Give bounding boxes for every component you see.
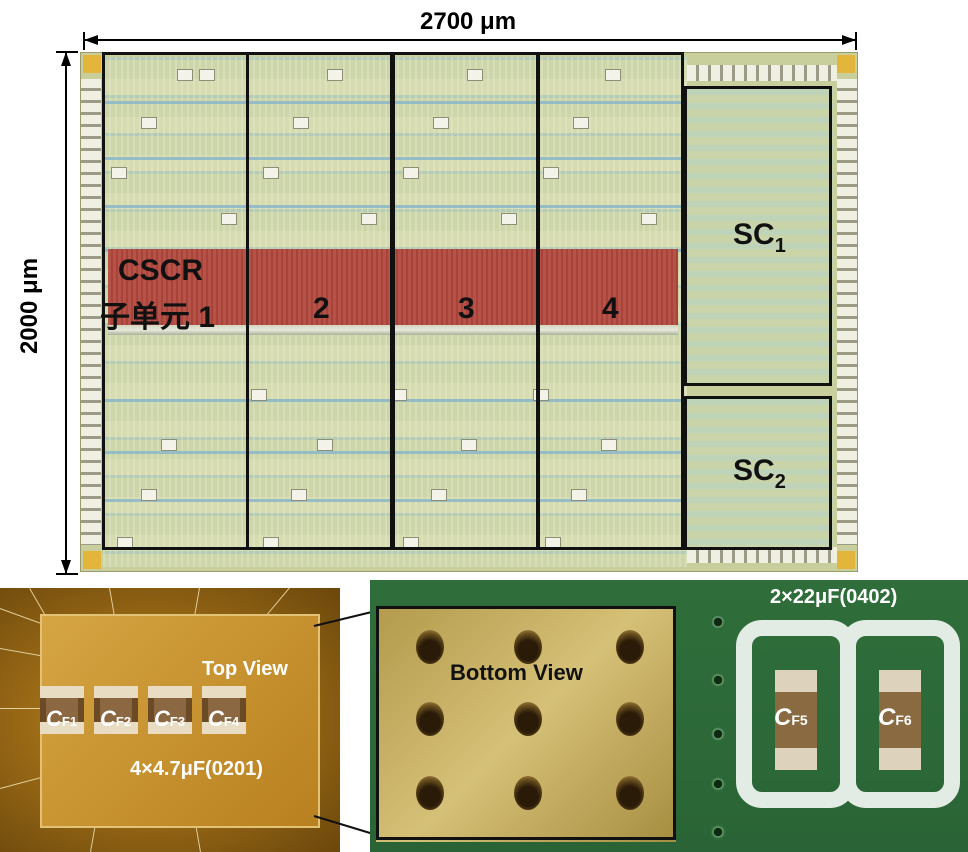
cf5-label: CF5: [774, 704, 808, 731]
thermal-via: [416, 776, 444, 810]
test-pad: [161, 439, 177, 451]
sc2-area: [687, 399, 833, 549]
test-pad: [601, 439, 617, 451]
corner-marker: [837, 55, 855, 73]
test-pad: [641, 213, 657, 225]
metal-stripe: [105, 101, 685, 104]
test-pad: [605, 69, 621, 81]
package-top-view-photo: Top View CF1 CF2 CF3 CF4 4×4.7μF(0201): [0, 588, 340, 852]
test-pad: [177, 69, 193, 81]
dimension-arrows: [56, 32, 857, 575]
test-pad: [467, 69, 483, 81]
subunit-4-outline: [537, 52, 684, 550]
cap-pad-frame: [840, 620, 960, 808]
capacitor-cf5: [775, 670, 817, 770]
cf4-label: CF4: [208, 706, 240, 731]
left-pad-ring: [81, 79, 101, 545]
subunit-1-label: 子单元 1: [100, 301, 216, 334]
top-view-label: Top View: [202, 658, 288, 680]
pcb-bottom-view-photo: Bottom View 2×22μF(0402) CF5 CF6: [370, 580, 968, 852]
pcb-via: [710, 776, 726, 792]
test-pad: [327, 69, 343, 81]
sc1-label: SC1: [733, 218, 786, 257]
corner-marker: [837, 551, 855, 569]
subunit-2-outline: [246, 52, 393, 550]
top-right-pad-ring: [687, 65, 837, 81]
pcb-via: [710, 614, 726, 630]
capacitor-cf6: [879, 670, 921, 770]
metal-stripe: [105, 499, 685, 502]
package-cap-value-label: 4×4.7μF(0201): [130, 758, 263, 780]
test-pad: [111, 167, 127, 179]
corner-marker: [83, 55, 101, 73]
cf6-label: CF6: [878, 704, 912, 731]
bottom-view-outline: [376, 606, 676, 840]
zoom-connector-lines: [313, 609, 381, 837]
sc1-area: [687, 89, 833, 385]
pcb-via: [710, 726, 726, 742]
bond-wire: [0, 708, 60, 709]
sc2-outline: [684, 396, 832, 550]
test-pad: [403, 167, 419, 179]
metal-stripe: [105, 451, 685, 454]
sc2-label: SC2: [733, 454, 786, 493]
test-pad: [573, 117, 589, 129]
bottom-view-label: Bottom View: [450, 660, 583, 685]
subunit-2-label: 2: [313, 292, 330, 325]
subunit-3-label: 3: [458, 292, 475, 325]
capacitor-cf4: [202, 686, 246, 734]
thermal-via: [416, 702, 444, 736]
capacitor-cf2: [94, 686, 138, 734]
test-pad: [361, 213, 377, 225]
height-dimension-label: 2000 μm: [16, 257, 44, 355]
test-pad: [431, 489, 447, 501]
test-pad: [461, 439, 477, 451]
cf1-label: CF1: [46, 706, 78, 731]
pcb-via: [710, 824, 726, 840]
test-pad: [221, 213, 237, 225]
cscr-label: CSCR: [118, 254, 204, 287]
pcb-cap-value-label: 2×22μF(0402): [770, 586, 898, 608]
metal-stripe: [105, 157, 685, 160]
test-pad: [293, 117, 309, 129]
test-pad: [251, 389, 267, 401]
right-pad-ring: [837, 79, 857, 545]
thermal-via: [514, 630, 542, 664]
cf3-label: CF3: [154, 706, 186, 731]
thermal-via: [616, 776, 644, 810]
thermal-via: [514, 776, 542, 810]
thermal-via: [616, 702, 644, 736]
subunit-4-label: 4: [602, 292, 619, 325]
pcb-via: [710, 672, 726, 688]
thermal-via: [416, 630, 444, 664]
bottom-right-pad-ring: [687, 547, 837, 563]
cf2-label: CF2: [100, 706, 132, 731]
test-pad: [571, 489, 587, 501]
thermal-via: [616, 630, 644, 664]
test-pad: [543, 167, 559, 179]
test-pad: [291, 489, 307, 501]
thermal-via: [514, 702, 542, 736]
test-pad: [433, 117, 449, 129]
test-pad: [141, 117, 157, 129]
sc1-outline: [684, 86, 832, 386]
test-pad: [501, 213, 517, 225]
capacitor-cf3: [148, 686, 192, 734]
test-pad: [317, 439, 333, 451]
width-dimension-label: 2700 μm: [420, 8, 517, 35]
capacitor-cf1: [40, 686, 84, 734]
test-pad: [263, 167, 279, 179]
metal-stripe: [105, 205, 685, 208]
test-pad: [199, 69, 215, 81]
corner-marker: [83, 551, 101, 569]
test-pad: [141, 489, 157, 501]
